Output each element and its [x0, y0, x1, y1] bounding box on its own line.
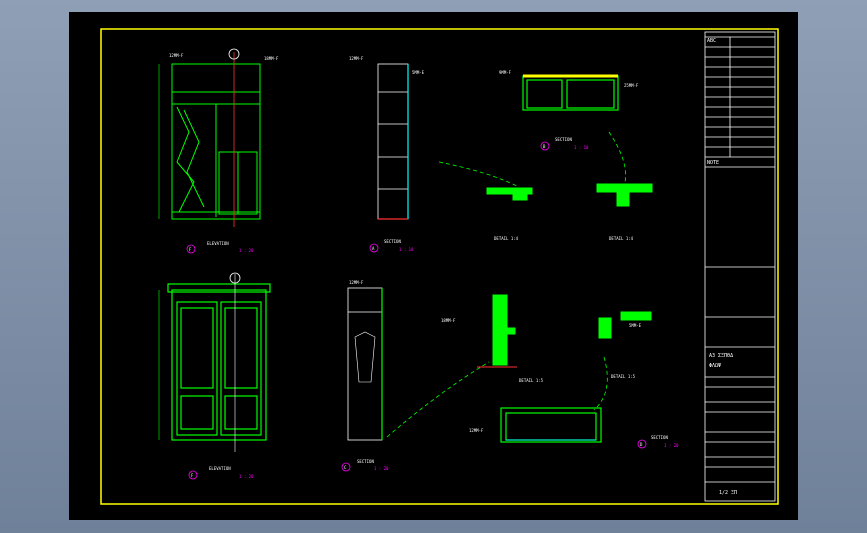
label-section-c: C SECTION 1 : 20: [341, 459, 389, 472]
label-caption: SECTION: [651, 435, 668, 440]
detail-bottom-left: [492, 294, 516, 366]
detail-caption: DETAIL 1:5: [519, 378, 544, 383]
label-caption: SECTION: [555, 137, 572, 142]
label-scale: 1 : 20: [374, 466, 389, 471]
annotation-text: 18MM-F: [441, 318, 456, 323]
cad-drawing: ABC NOTE A3 ΣΞΠΘΔ ΦΛΩΨ 1/2 ΞΠ: [100, 28, 779, 505]
label-caption: SECTION: [384, 239, 401, 244]
detail-top-right: [596, 183, 653, 207]
label-section-b: B SECTION 1 : 10: [540, 137, 589, 151]
label-letter: A: [372, 246, 375, 251]
title-block-text: ABC NOTE A3 ΣΞΠΘΔ ΦΛΩΨ 1/2 ΞΠ: [707, 38, 737, 496]
annotation-text: 9MM-F: [499, 70, 512, 75]
annotation-text: 18MM-F: [264, 56, 279, 61]
annotation-text: 12MM-F: [349, 56, 364, 61]
section-b: [522, 75, 619, 111]
annotation-text: 12MM-F: [349, 280, 364, 285]
title-block: [704, 31, 776, 502]
detail-caption: DETAIL 1:4: [609, 236, 634, 241]
label-section-a: A SECTION 1 : 10: [369, 239, 414, 253]
annotation-text: 25MM-F: [624, 83, 639, 88]
label-letter: D: [640, 442, 643, 447]
annotation-text: 12MM-F: [469, 428, 484, 433]
label-letter: B: [543, 144, 546, 149]
section-c: [347, 287, 383, 441]
label-scale: 1 : 20: [239, 248, 254, 253]
detail-bottom-right: [598, 311, 652, 339]
detail-top-left: [486, 187, 533, 201]
label-scale: 1 : 20: [239, 474, 254, 479]
detail-caption: DETAIL 1:4: [494, 236, 519, 241]
sheet-border: [100, 28, 779, 505]
title-line: NOTE: [707, 160, 719, 166]
label-scale: 1 : 10: [399, 247, 414, 252]
section-d: [500, 407, 602, 443]
label-scale: 1 : 20: [664, 443, 679, 448]
drawing-sheet: ABC NOTE A3 ΣΞΠΘΔ ΦΛΩΨ 1/2 ΞΠ: [69, 12, 798, 520]
label-caption: ELEVATION: [209, 466, 231, 471]
label-caption: ELEVATION: [207, 241, 229, 246]
label-elevation-bottom: F ELEVATION 1 : 20: [188, 466, 254, 480]
title-line: ABC: [707, 38, 716, 44]
annotation-text: 12MM-F: [169, 53, 184, 58]
label-letter: F: [191, 473, 194, 478]
label-caption: SECTION: [357, 459, 374, 464]
detail-caption: DETAIL 1:5: [611, 374, 636, 379]
elevation-bottom: [167, 283, 271, 441]
annotation-text: 5MM-E: [629, 323, 642, 328]
annotations: 12MM-F 18MM-F 12MM-F 5MM-E 9MM-F 25MM-F …: [169, 53, 642, 433]
title-line: 1/2 ΞΠ: [719, 490, 737, 496]
label-letter: F: [189, 247, 192, 252]
label-scale: 1 : 10: [574, 145, 589, 150]
section-a: [377, 63, 409, 220]
label-letter: C: [344, 465, 347, 470]
elevation-top: [171, 63, 261, 220]
title-line: A3 ΣΞΠΘΔ: [709, 353, 733, 359]
title-line: ΦΛΩΨ: [709, 363, 721, 369]
label-section-d: D SECTION 1 : 20: [637, 435, 679, 449]
detail-captions: DETAIL 1:4 DETAIL 1:4 DETAIL 1:5 DETAIL …: [494, 236, 636, 383]
label-elevation-top: F ELEVATION 1 : 20: [186, 241, 254, 254]
annotation-text: 5MM-E: [412, 70, 425, 75]
